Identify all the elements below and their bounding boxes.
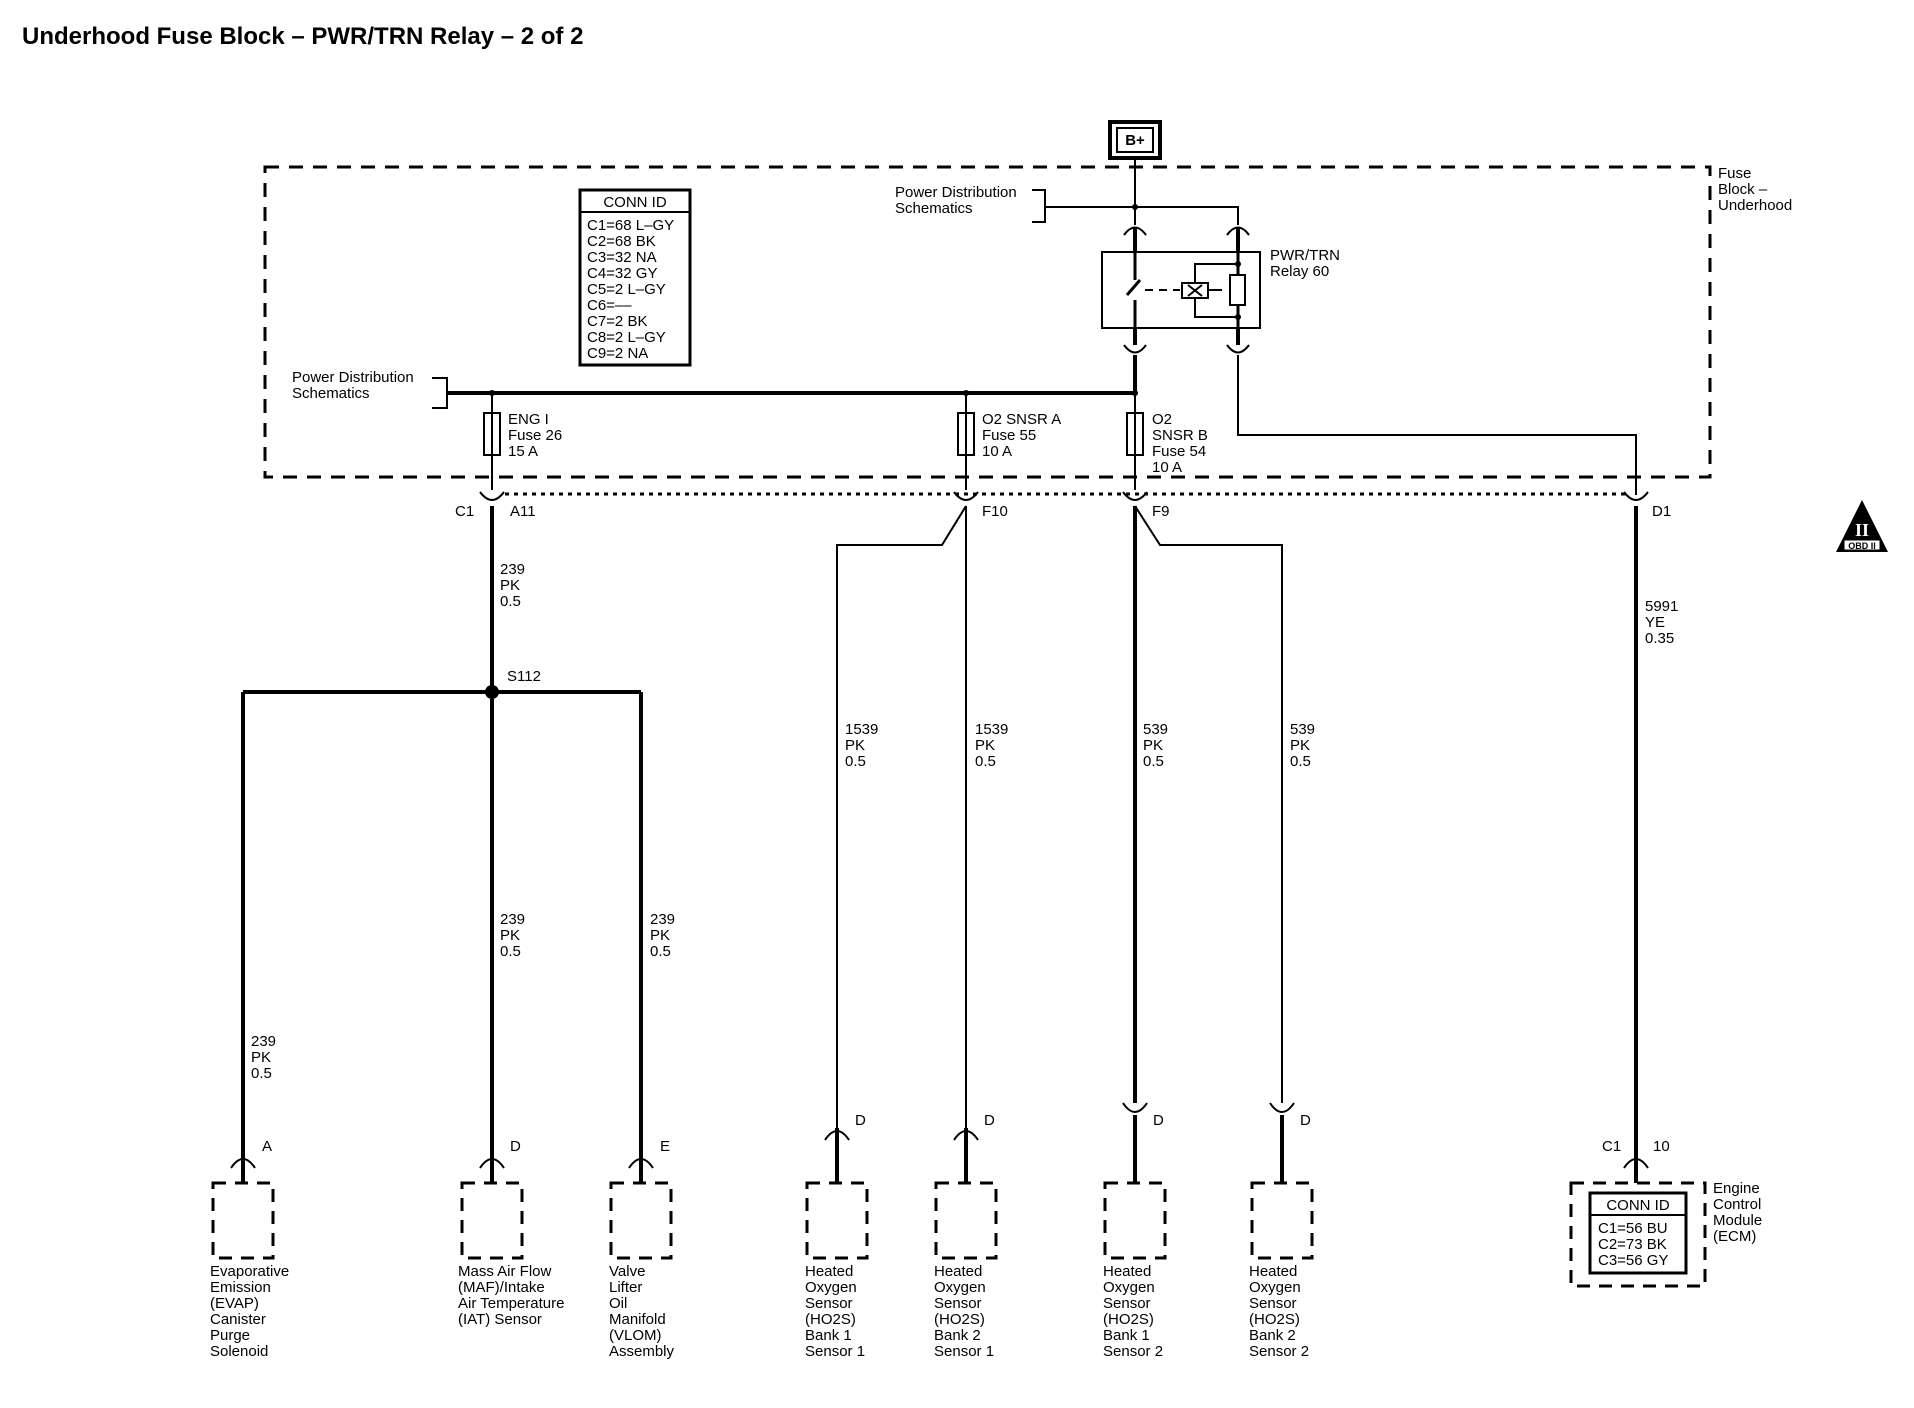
connector-f10	[953, 491, 979, 501]
wire-539-b2s2-label: 539 PK 0.5	[1290, 721, 1319, 770]
wire-539-b2s2	[1134, 505, 1283, 1103]
label-ecm: Engine Control Module (ECM)	[1713, 1180, 1766, 1245]
connector-f9-label: F9	[1152, 503, 1170, 520]
label-vlom: Valve Lifter Oil Manifold (VLOM) Assembl…	[609, 1263, 675, 1360]
pin-ho2s-b1s1: D	[855, 1112, 866, 1129]
power-distribution-top-label: Power Distribution Schematics	[895, 184, 1021, 217]
relay-bottom-connector-left	[1123, 344, 1147, 354]
wire-1539-b1s1-label: 1539 PK 0.5	[845, 721, 883, 770]
connector-a11-label: A11	[510, 503, 536, 520]
relay-coil-feed-wire	[1045, 206, 1239, 225]
wire-239-main-label: 239 PK 0.5	[500, 561, 529, 610]
obd-ii-icon: II OBD II	[1836, 500, 1888, 552]
wire-1539-b2s1-label: 1539 PK 0.5	[975, 721, 1013, 770]
wire-239-vlom-label: 239 PK 0.5	[650, 911, 679, 960]
pin-ho2s-b1s2: D	[1153, 1112, 1164, 1129]
fuse-eng-i	[483, 393, 501, 490]
label-evap: Evaporative Emission (EVAP) Canister Pur…	[210, 1263, 293, 1360]
svg-text:OBD II: OBD II	[1848, 541, 1876, 551]
label-ho2s-b2s1: Heated Oxygen Sensor (HO2S) Bank 2 Senso…	[934, 1263, 994, 1360]
fuse-eng-i-label: ENG I Fuse 26 15 A	[508, 411, 566, 460]
connector-c1-label: C1	[455, 503, 474, 520]
relay-top-connector-left	[1123, 226, 1147, 236]
fuse-block-label: Fuse Block – Underhood	[1718, 165, 1792, 214]
pin-ho2s-b2s2: D	[1300, 1112, 1311, 1129]
relay-top-connector-right	[1226, 226, 1250, 236]
pin-ho2s-b2s1: D	[984, 1112, 995, 1129]
battery-terminal: B+	[1108, 120, 1162, 160]
connector-a11	[479, 491, 505, 501]
pin-ecm-conn: C1	[1602, 1138, 1621, 1155]
label-ho2s-b2s2: Heated Oxygen Sensor (HO2S) Bank 2 Senso…	[1249, 1263, 1309, 1360]
conn-id-table-ecm: CONN ID C1=56 BU C2=73 BK C3=56 GY	[1588, 1191, 1688, 1275]
power-distribution-top-bracket	[1032, 189, 1046, 223]
pin-ecm: 10	[1653, 1138, 1670, 1155]
battery-label: B+	[1125, 132, 1145, 149]
fuse-block-boundary	[263, 165, 1712, 479]
conn-id-table-fuse-block: CONN ID C1=68 L–GY C2=68 BK C3=32 NA C4=…	[578, 188, 692, 367]
wire-239-evap-label: 239 PK 0.5	[251, 1033, 280, 1082]
power-distribution-left-label: Power Distribution Schematics	[292, 369, 418, 402]
svg-text:CONN ID: CONN ID	[1606, 1197, 1670, 1214]
connector-f9	[1122, 491, 1148, 501]
component-boxes	[211, 1181, 1707, 1288]
conn-id-rows: C1=68 L–GY C2=68 BK C3=32 NA C4=32 GY C5…	[587, 217, 678, 362]
svg-text:C1=56 BU C2=73 BK: C1=56 BU C2=73 BK C3=56 GY	[1598, 1220, 1672, 1269]
connector-d1-label: D1	[1652, 503, 1671, 520]
label-ho2s-b1s1: Heated Oxygen Sensor (HO2S) Bank 1 Senso…	[805, 1263, 865, 1360]
wire-239-maf-label: 239 PK 0.5	[500, 911, 529, 960]
pin-maf: D	[510, 1138, 521, 1155]
relay-control-wire	[1237, 355, 1637, 495]
svg-text:II: II	[1855, 520, 1869, 540]
label-ho2s-b1s2: Heated Oxygen Sensor (HO2S) Bank 1 Senso…	[1103, 1263, 1163, 1360]
relay-label: PWR/TRN Relay 60	[1270, 247, 1344, 280]
diagram-title: Underhood Fuse Block – PWR/TRN Relay – 2…	[22, 23, 583, 50]
relay-bottom-connector-right	[1226, 344, 1250, 354]
connector-f10-label: F10	[982, 503, 1008, 520]
power-distribution-left-bracket	[432, 377, 448, 409]
pin-vlom: E	[660, 1138, 670, 1155]
label-maf: Mass Air Flow (MAF)/Intake Air Temperatu…	[458, 1263, 569, 1328]
wire-5991-label: 5991 YE 0.35	[1645, 598, 1683, 647]
fuse-o2-snsr-a-label: O2 SNSR A Fuse 55 10 A	[982, 411, 1065, 460]
connector-d1	[1623, 491, 1649, 501]
fuse-o2-snsr-a	[957, 393, 975, 490]
wire-539-b1s2-label: 539 PK 0.5	[1143, 721, 1172, 770]
fuse-o2-snsr-b-label: O2 SNSR B Fuse 54 10 A	[1152, 411, 1212, 476]
pwr-trn-relay	[1101, 251, 1261, 329]
pin-evap: A	[262, 1138, 272, 1155]
wire-1539-b1s1	[836, 505, 967, 1128]
component-connectors	[230, 1102, 1649, 1183]
splice-s112-label: S112	[507, 668, 541, 685]
fuse-o2-snsr-b	[1126, 393, 1144, 490]
conn-id-header: CONN ID	[603, 194, 667, 211]
